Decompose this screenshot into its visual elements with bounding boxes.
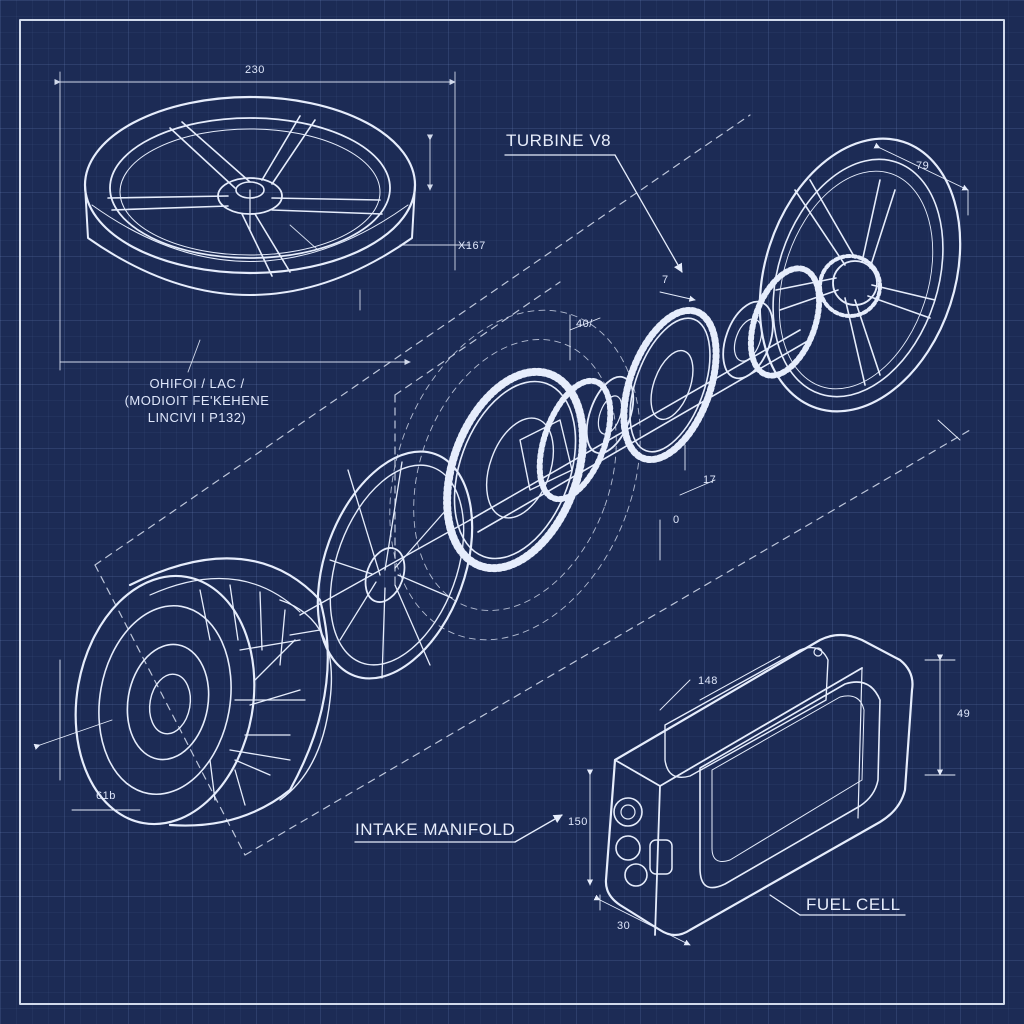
turbine-label: TURBINE V8: [506, 131, 612, 150]
assembly-envelope: [94, 114, 971, 856]
fuel-cell-dimension-lines: [586, 654, 956, 946]
dim-box-right: 49: [957, 708, 971, 720]
wheel-dimension-lines: [54, 71, 471, 373]
drum-dimension: [33, 659, 141, 811]
wheel-annotation-note: OHIFOI / LAC / (MODIOIT FE'KEHENE LINCIV…: [102, 375, 292, 426]
dim-gear-c: 17: [703, 474, 717, 486]
intake-drum: [74, 557, 333, 827]
note-line-1: OHIFOI / LAC /: [149, 376, 245, 391]
dim-gear-b: 40/: [576, 318, 593, 330]
reaction-wheel: [83, 95, 417, 296]
callout-leaders: [354, 154, 906, 916]
dim-top-wheel-width: 230: [245, 64, 265, 76]
dim-box-left: 150: [568, 816, 588, 828]
gear-dimension-lines: [569, 291, 716, 561]
dim-box-top: 148: [698, 675, 718, 687]
dim-drum: 61b: [96, 790, 116, 802]
dim-top-wheel-side: X167: [458, 240, 486, 252]
gear-train: [389, 265, 823, 641]
dim-gear-a: 7: [662, 274, 669, 286]
fuel-cell-label: FUEL CELL: [806, 895, 901, 914]
rotor-disc: [299, 450, 474, 680]
fuel-cell-housing: [604, 633, 914, 937]
drawing-border: [19, 19, 1005, 1005]
note-line-3: LINCIVI I P132): [147, 410, 247, 425]
dim-gear-d: 0: [673, 514, 680, 526]
right-wheel-dimension: [873, 142, 969, 441]
dim-box-bottom: 30: [617, 920, 631, 932]
dim-right-wheel: 79: [916, 160, 930, 172]
intake-manifold-label: INTAKE MANIFOLD: [355, 820, 516, 839]
note-line-2: (MODIOIT FE'KEHENE: [124, 393, 270, 408]
turbine-wheel: [758, 137, 962, 413]
